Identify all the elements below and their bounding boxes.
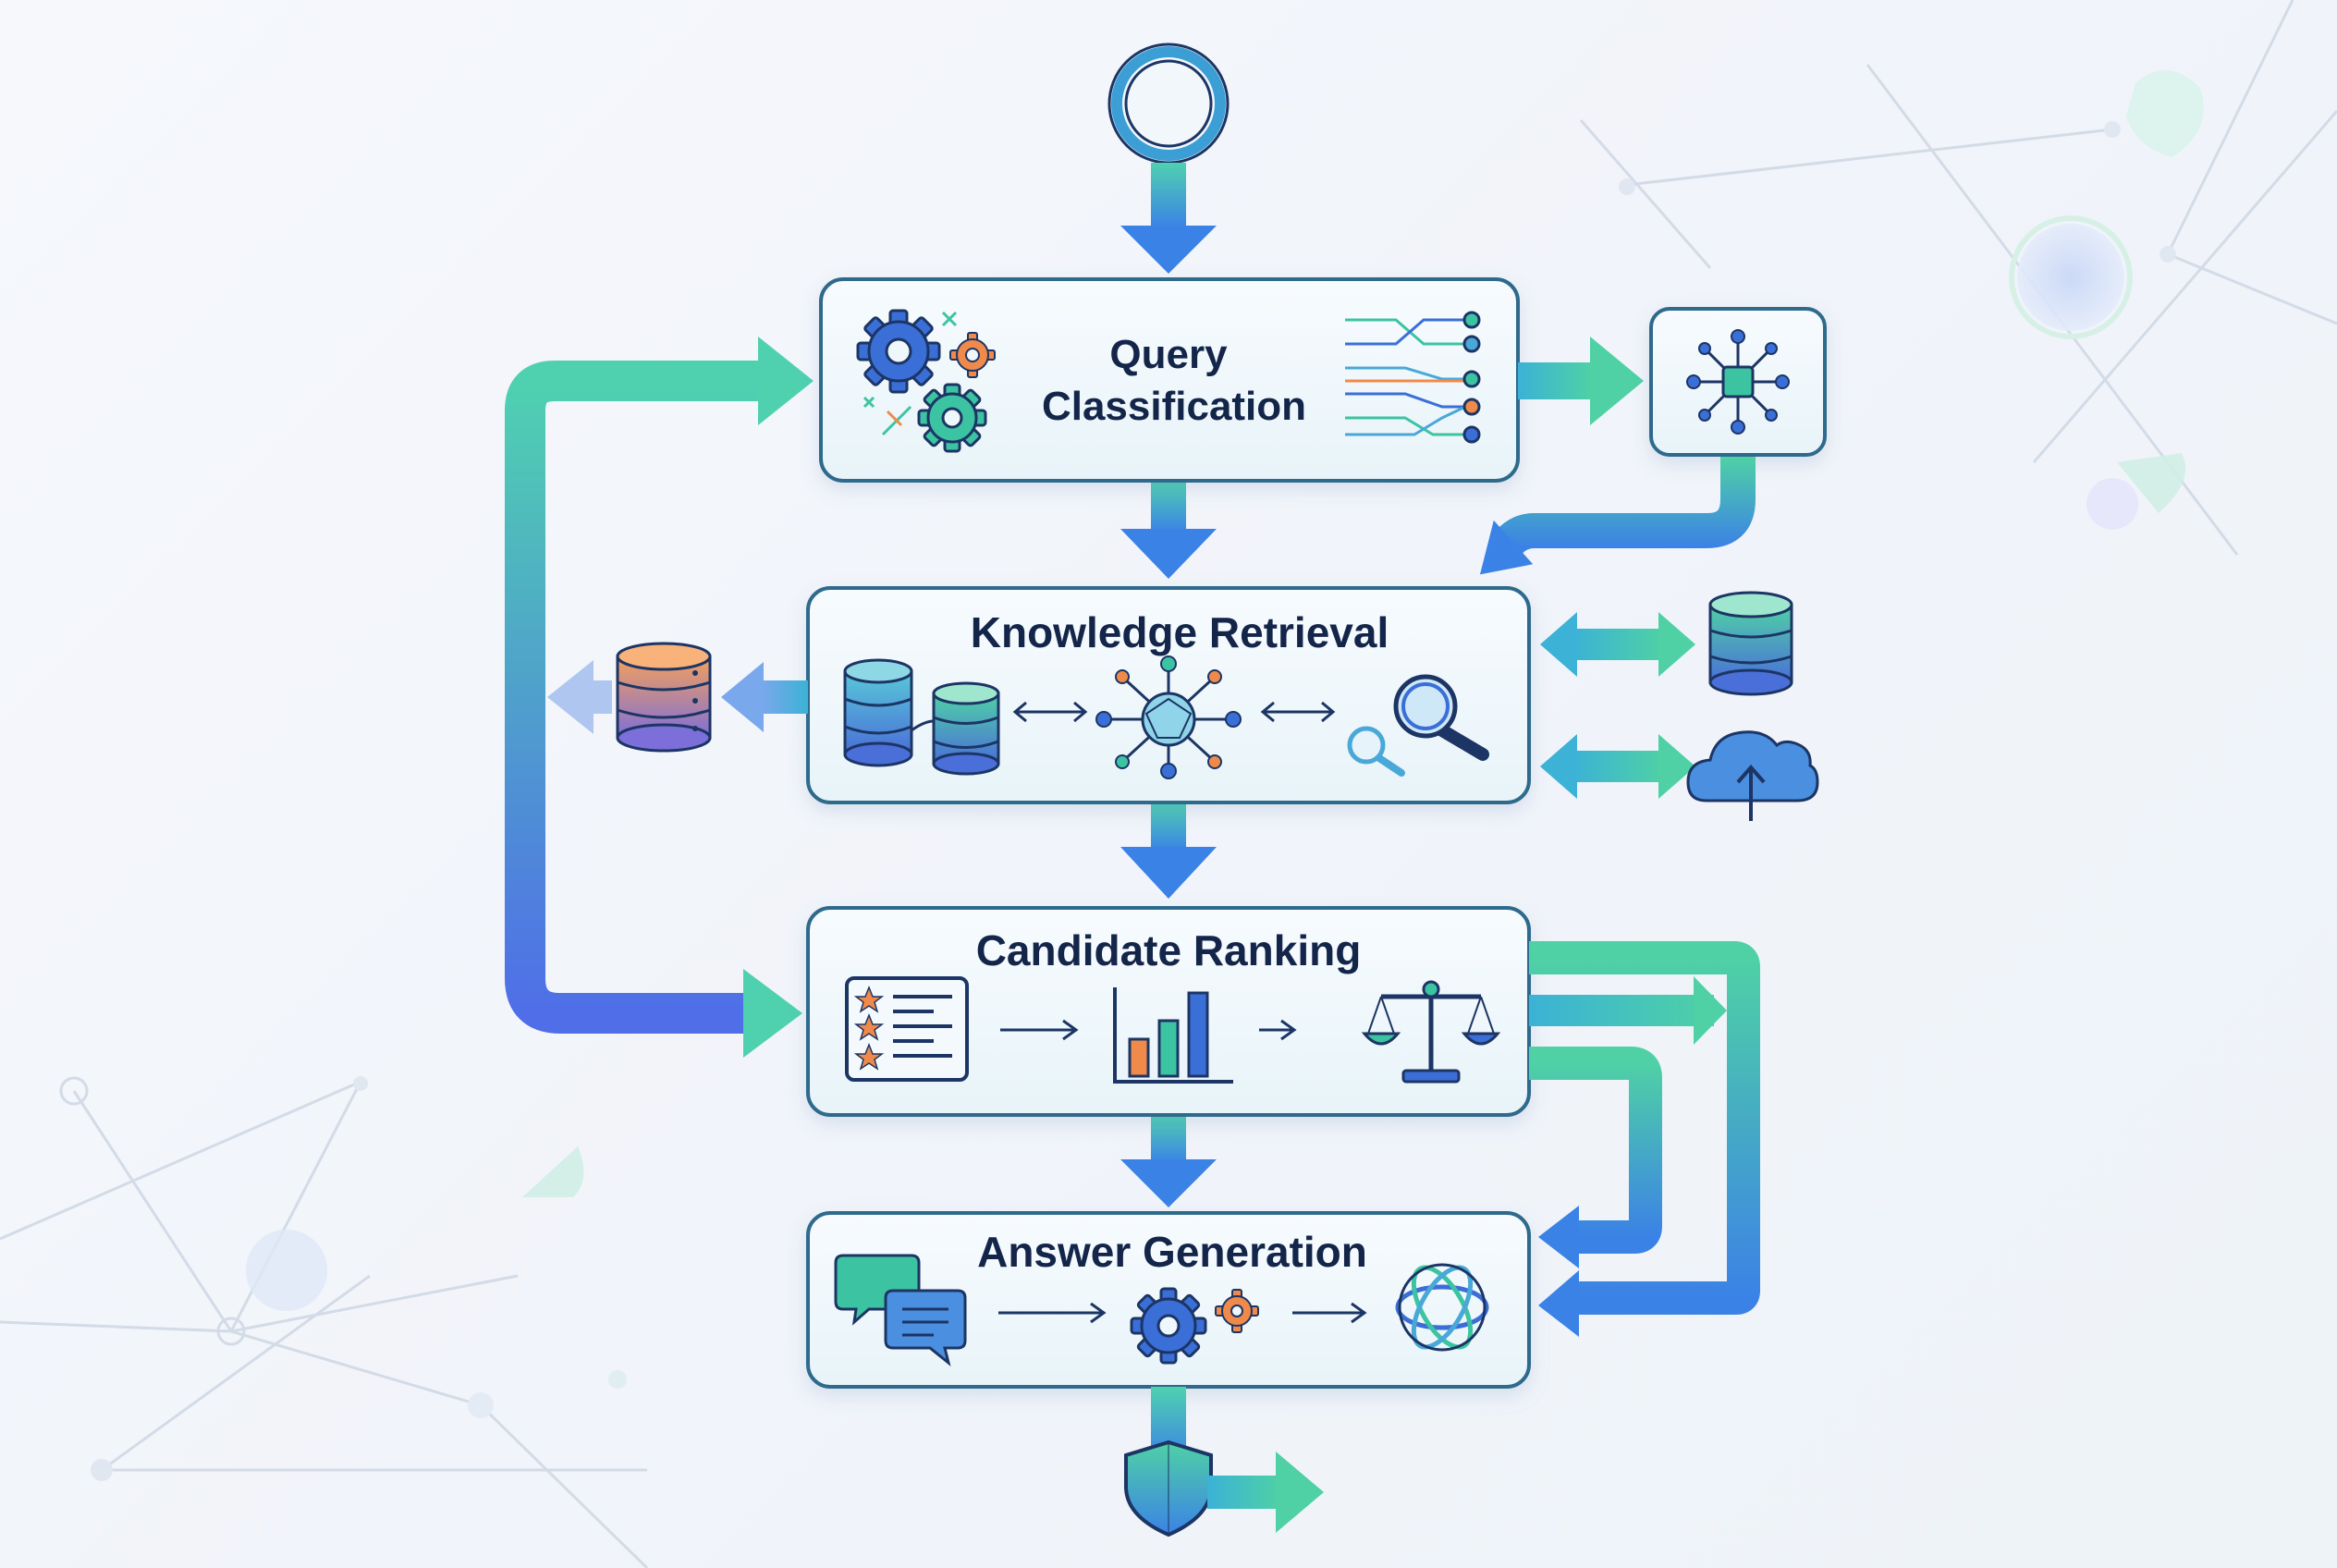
stage-candidate-ranking: Candidate Ranking: [806, 906, 1531, 1117]
flow-arrow-ranking-inner-loop: [1529, 1047, 1662, 1268]
arrow-connector-icon: [1000, 1019, 1297, 1041]
stage-title: Candidate Ranking: [976, 926, 1362, 974]
neural-knot-icon: [1395, 1263, 1489, 1352]
routing-lines-icon: [1345, 311, 1481, 444]
flow-arrow-start-to-query: [1120, 163, 1217, 274]
database-icon: [616, 642, 712, 753]
flow-arrow-retrieval-to-left-db: [721, 662, 808, 732]
bidirectional-arrow-to-cloud: [1540, 734, 1695, 799]
database-icon: [932, 681, 1000, 776]
background-nodes-decoration: [59, 70, 2204, 1481]
gears-icon: [1130, 1287, 1259, 1365]
stage-knowledge-retrieval: Knowledge Retrieval: [806, 586, 1531, 804]
bidirectional-arrow-to-database: [1540, 612, 1695, 677]
stage-title-line-2: Classification: [1042, 384, 1306, 429]
balance-scale-icon: [1361, 980, 1501, 1084]
flow-arrow-ranking-out-right: [1529, 976, 1727, 1045]
output-arrow-icon: [1207, 1452, 1324, 1533]
knowledge-graph-icon: [1095, 655, 1242, 779]
stage-title: Knowledge Retrieval: [971, 608, 1389, 656]
database-icon: [1708, 591, 1793, 696]
network-chip-icon: [1649, 307, 1827, 457]
flow-arrow-retrieval-to-ranking: [1120, 802, 1217, 899]
sparkle-icon: [863, 311, 958, 436]
magnifier-icon: [1347, 674, 1489, 777]
gears-icon: [856, 309, 996, 453]
database-icon: [843, 658, 913, 767]
feedback-loop-arrow: [505, 337, 814, 1058]
rated-list-icon: [845, 976, 969, 1082]
flow-arrow-left-db-to-outside: [547, 660, 612, 734]
stage-title-line-1: Query: [1109, 332, 1228, 377]
bar-chart-icon: [1113, 987, 1233, 1084]
flow-arrow-chip-to-retrieval: [1479, 457, 1756, 575]
arrow-connector-icon: [998, 1302, 1367, 1324]
shield-icon: [1124, 1439, 1213, 1537]
flow-arrow-query-to-chip: [1518, 337, 1644, 425]
flow-arrow-query-to-retrieval: [1120, 481, 1217, 579]
bidirectional-arrow-icon: [1012, 701, 1336, 723]
stage-query-classification: Query Classification: [819, 277, 1520, 483]
chat-bubbles-icon: [834, 1254, 967, 1366]
start-node-ring: [1107, 43, 1230, 165]
cloud-upload-icon: [1686, 730, 1819, 821]
flow-arrow-ranking-outer-loop: [1529, 941, 1760, 1337]
stage-answer-generation: Answer Generation: [806, 1211, 1531, 1389]
stage-title: Answer Generation: [977, 1228, 1367, 1276]
flow-arrow-ranking-to-answer: [1120, 1115, 1217, 1207]
